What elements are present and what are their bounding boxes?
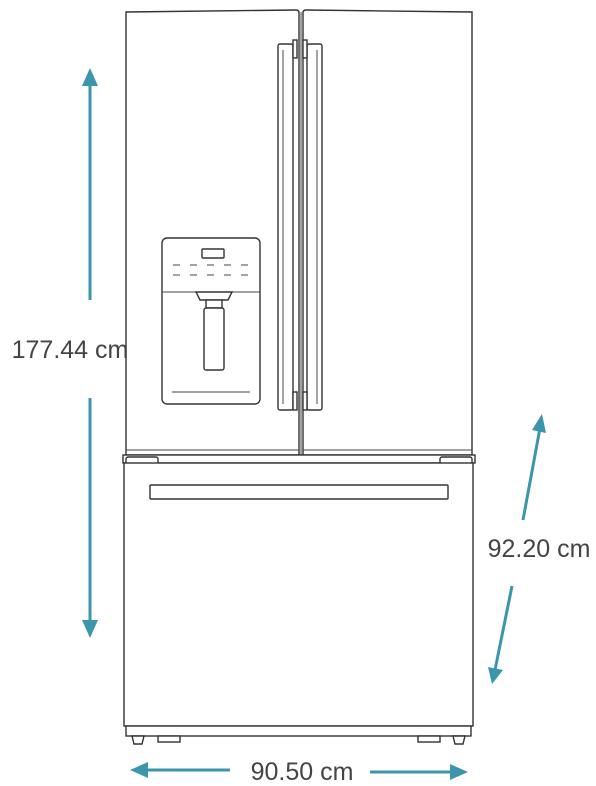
width-arrow-left <box>130 762 148 778</box>
dispenser-controls <box>173 264 248 276</box>
dispenser-spout <box>205 299 223 309</box>
depth-arrow-bottom <box>488 667 503 684</box>
depth-dimension: 92.20 cm <box>488 414 591 684</box>
right-roller <box>417 735 441 743</box>
right-door-handle <box>302 39 323 411</box>
width-dimension: 90.50 cm <box>130 758 468 786</box>
height-label: 177.44 cm <box>12 336 129 364</box>
freezer-handle <box>149 484 449 500</box>
left-roller <box>157 735 181 743</box>
left-foot <box>131 735 145 745</box>
dispenser-paddle <box>203 307 225 371</box>
dispenser-display <box>201 248 225 259</box>
height-dimension: 177.44 cm <box>12 68 129 638</box>
freezer-drawer <box>123 462 474 727</box>
height-arrow-top <box>82 68 98 86</box>
right-door <box>302 9 473 456</box>
base <box>125 725 472 745</box>
refrigerator <box>122 9 476 745</box>
depth-label: 92.20 cm <box>488 535 591 563</box>
width-label: 90.50 cm <box>251 758 354 786</box>
right-foot <box>452 735 466 745</box>
left-door-handle <box>277 39 298 411</box>
dispenser-nozzle <box>194 291 234 301</box>
dispenser <box>161 237 261 405</box>
width-arrow-right <box>450 764 468 780</box>
depth-arrow-top <box>532 414 546 433</box>
height-arrow-bottom <box>82 620 98 638</box>
